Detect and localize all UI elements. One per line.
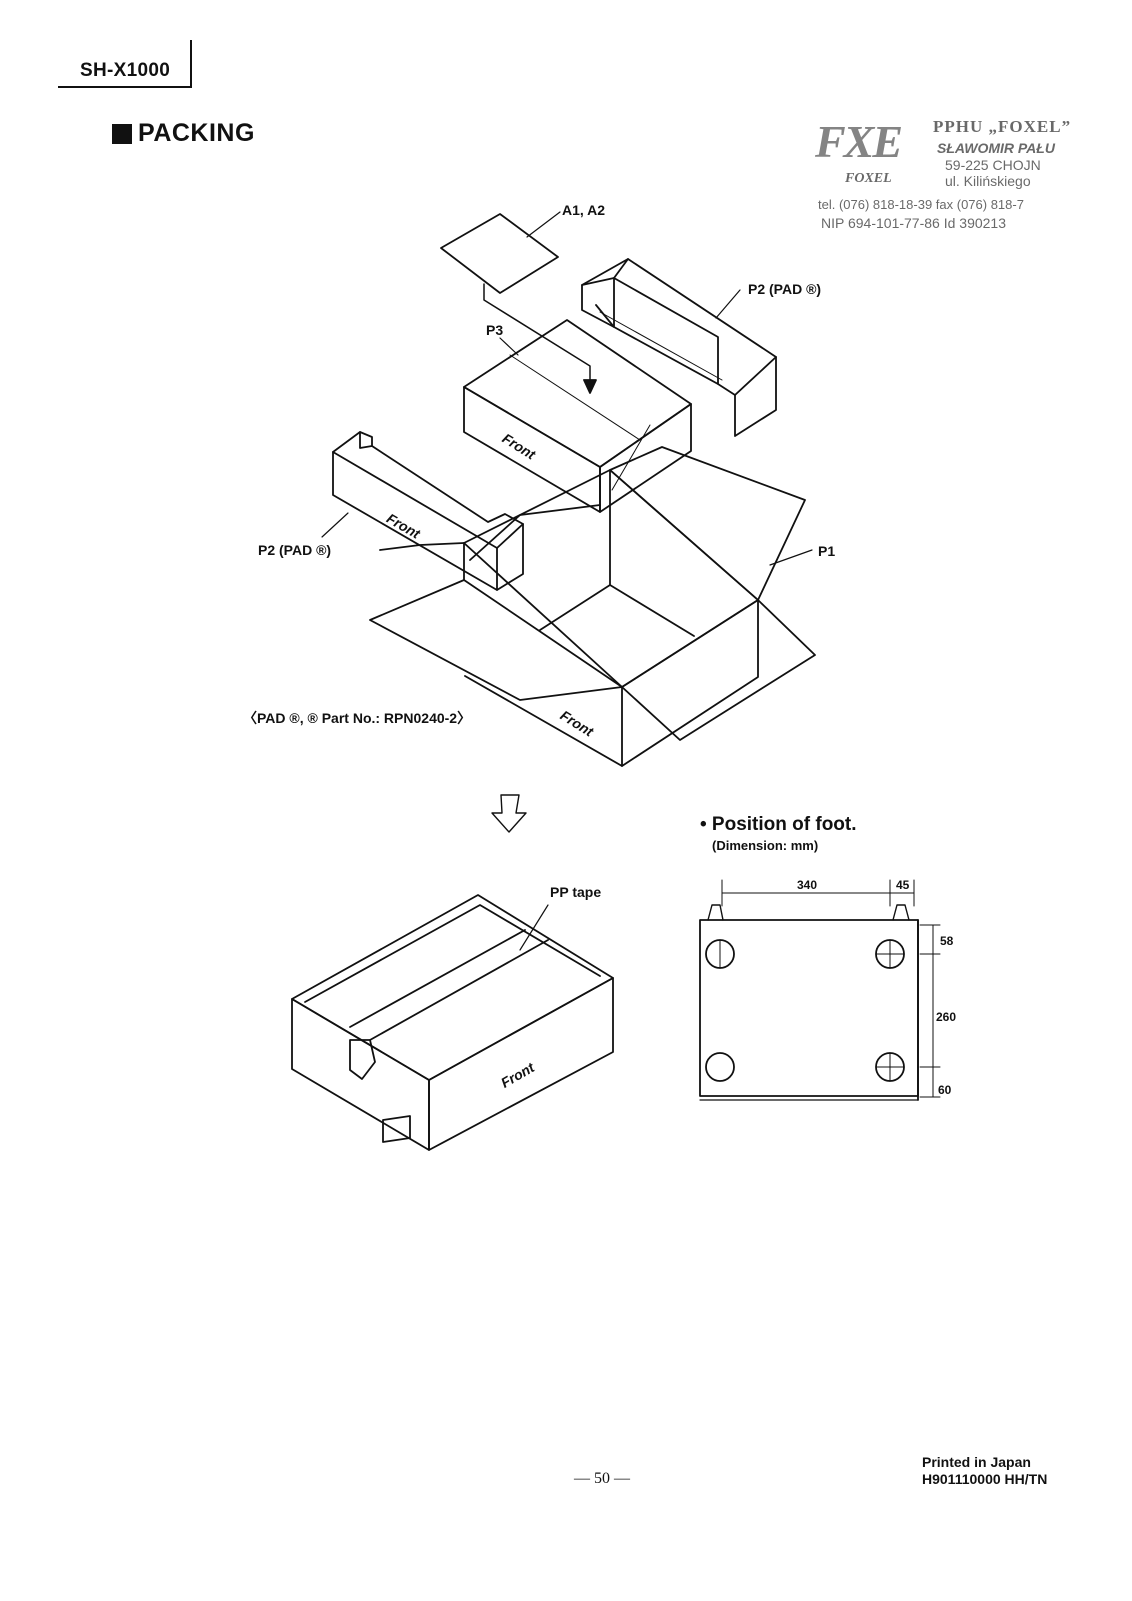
arrowhead [583,379,597,394]
label-part-no: 〈PAD ®, ® Part No.: RPN0240-2〉 [243,710,472,726]
stamp-logo: FXE [815,116,903,167]
label-a1-a2: A1, A2 [562,202,606,218]
leader-p3 [499,337,519,356]
page-number: — 50 — [574,1470,630,1487]
stamp-owner: SŁAWOMIR PAŁU [937,140,1055,156]
label-p2-pad-b: P2 (PAD ®) [748,281,822,297]
foot-position-title: • Position of foot. [700,814,857,835]
stamp-brand: FOXEL [845,171,892,186]
printed-in: Printed in Japan [922,1454,1031,1470]
leader-a1-a2 [526,211,561,238]
model-number: SH-X1000 [80,60,171,81]
leader-p2-a [321,512,349,538]
pad-b [581,258,777,437]
stamp-street: ul. Kilińskiego [945,173,1031,189]
model-box [58,40,192,88]
section-marker-square [112,124,132,144]
carton-p1 [369,446,816,767]
dim-60: 60 [938,1083,952,1097]
foot-diagram [699,879,941,1101]
document-code: H901110000 HH/TN [922,1471,1048,1487]
dim-45: 45 [896,878,910,892]
arrow-into-box [483,283,591,387]
company-stamp: FXE PPHU „FOXEL” SŁAWOMIR PAŁU 59-225 CH… [815,115,1115,245]
dim-58: 58 [940,934,954,948]
stamp-postal: 59-225 CHOJN [945,157,1041,173]
foot-position-subtitle: (Dimension: mm) [712,838,819,853]
stamp-phone: tel. (076) 818-18-39 fax (076) 818-7 [818,197,1024,212]
section-title: PACKING [138,119,255,147]
leader-pp-tape [519,904,549,951]
label-p2-pad-a: P2 (PAD ®) [258,542,332,558]
leader-p1 [769,549,813,566]
instruction-sheet-a1-a2 [440,213,559,294]
label-p1: P1 [818,543,836,559]
down-arrow-icon [491,794,527,833]
label-pp-tape: PP tape [550,884,602,900]
stamp-nip: NIP 694-101-77-86 Id 390213 [821,215,1006,231]
dim-340: 340 [797,878,818,892]
dim-260: 260 [936,1010,957,1024]
unit-box-p3 [463,319,692,513]
printed-info: Printed in Japan H901110000 HH/TN [922,1454,1047,1488]
sealed-carton [291,894,614,1151]
stamp-company: PPHU „FOXEL” [933,117,1072,136]
label-p3: P3 [486,322,504,338]
pad-a [332,431,524,591]
leader-p2-b [715,289,741,319]
